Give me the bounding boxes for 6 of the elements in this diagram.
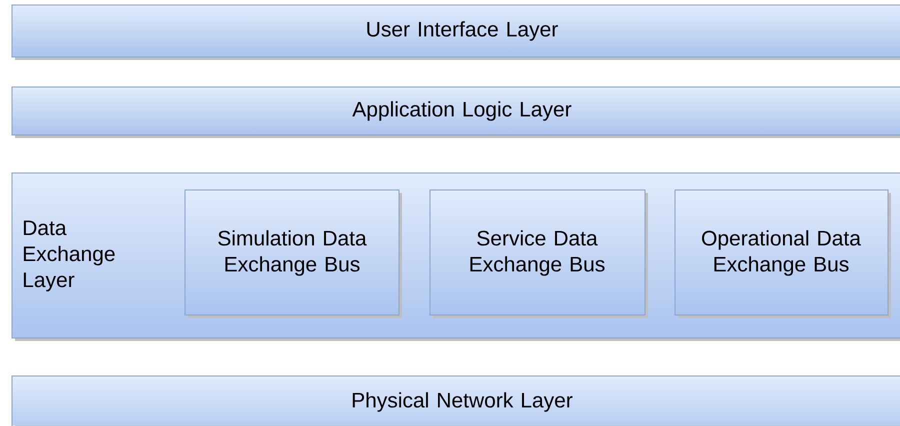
bus-box: Service Data Exchange Bus — [430, 190, 648, 318]
layer-band: User Interface Layer — [12, 4, 900, 60]
bus-box: Simulation Data Exchange Bus — [184, 190, 402, 318]
layer-band: Physical Network Layer — [12, 376, 900, 426]
bus-box: Operational Data Exchange Bus — [674, 190, 891, 318]
layer-band: Application Logic Layer — [12, 86, 900, 138]
